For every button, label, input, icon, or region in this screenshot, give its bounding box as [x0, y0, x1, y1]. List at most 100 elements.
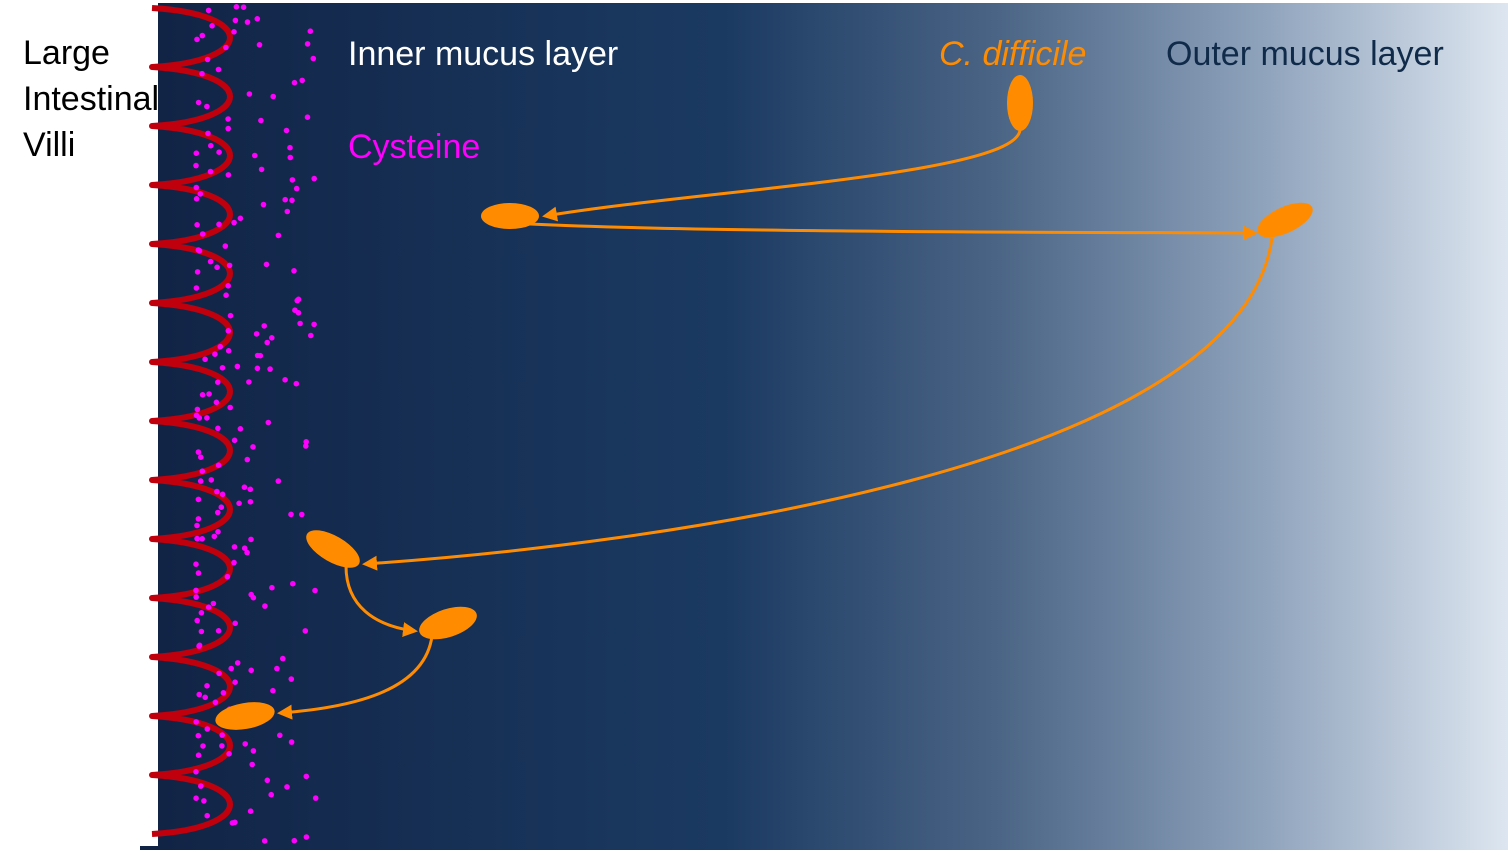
cysteine-dot — [311, 175, 318, 182]
cysteine-dot — [232, 819, 238, 826]
cysteine-dot — [193, 162, 199, 169]
cysteine-dot — [193, 150, 200, 156]
villi-label-line-2: Intestinal — [23, 80, 160, 118]
cysteine-dot — [289, 197, 295, 204]
cysteine-dot — [288, 676, 295, 682]
cysteine-dot — [204, 812, 210, 819]
cysteine-dot — [195, 99, 202, 106]
cysteine-dot — [194, 535, 200, 542]
cysteine-dot — [299, 77, 306, 84]
cysteine-dot — [193, 285, 200, 291]
cysteine-dot — [250, 594, 257, 601]
cysteine-dot — [199, 392, 206, 398]
cysteine-dot — [215, 66, 222, 73]
cysteine-dot — [265, 419, 272, 426]
cysteine-dot — [237, 426, 244, 432]
cysteine-dot — [241, 545, 248, 551]
cysteine-dot — [199, 468, 206, 475]
cysteine-dot — [195, 570, 202, 576]
cysteine-dot — [193, 412, 200, 419]
cysteine-dot — [194, 269, 201, 275]
cysteine-dot — [304, 114, 311, 120]
cysteine-dot — [205, 130, 211, 137]
cysteine-dot — [194, 222, 200, 228]
cysteine-dot — [261, 323, 268, 329]
villi-label-line-3: Villi — [23, 126, 76, 164]
cysteine-dot — [308, 332, 314, 339]
cysteine-dot — [215, 462, 222, 469]
arrow-inner-to-outer — [529, 222, 1258, 241]
cysteine-dot — [207, 258, 214, 265]
cysteine-dot — [215, 529, 221, 535]
cysteine-dot — [231, 29, 237, 35]
cysteine-dot — [195, 516, 202, 522]
cysteine-dot — [213, 399, 220, 406]
cysteine-dot — [225, 172, 232, 178]
cysteine-dot — [216, 221, 222, 228]
cysteine-dot — [202, 694, 208, 701]
cysteine-dot — [307, 28, 314, 34]
bacterium-icon — [1007, 75, 1033, 131]
cysteine-dot — [282, 196, 289, 203]
outer-mucus-label: Outer mucus layer — [1166, 35, 1444, 73]
cysteine-dot — [196, 691, 202, 698]
cysteine-dot — [226, 751, 232, 757]
cysteine-dot — [209, 23, 215, 29]
cysteine-dot — [197, 191, 204, 197]
cysteine-dot — [227, 404, 233, 411]
cysteine-dot — [215, 509, 221, 516]
villi-label-line-1: Large — [23, 34, 110, 72]
cysteine-dot — [228, 665, 234, 672]
cysteine-dot — [214, 264, 220, 271]
cysteine-dot — [287, 154, 294, 161]
cysteine-dot — [204, 56, 211, 63]
cysteine-dot — [198, 454, 204, 461]
cysteine-dot — [289, 177, 296, 183]
cysteine-dot — [204, 726, 211, 732]
cysteine-dot — [257, 352, 264, 359]
cysteine-dot — [246, 379, 252, 385]
bacterium-icon — [1257, 202, 1313, 238]
cysteine-dot — [293, 380, 300, 387]
cysteine-dot — [212, 699, 219, 706]
cysteine-dot — [204, 103, 210, 110]
cysteine-dot — [208, 142, 214, 149]
cysteine-dot — [254, 15, 261, 22]
cysteine-dot — [303, 834, 310, 840]
pathogen-label: C. difficile — [939, 35, 1087, 73]
cysteine-dot — [201, 798, 207, 804]
cysteine-dot — [219, 732, 225, 738]
cysteine-dot — [248, 536, 254, 543]
cysteine-dot — [282, 377, 288, 383]
cysteine-dot — [277, 732, 283, 739]
cysteine-dot — [200, 743, 206, 749]
cysteine-dot — [219, 365, 226, 371]
cysteine-dot — [303, 439, 310, 445]
cysteine-dot — [194, 522, 200, 529]
villi-outline-icon — [149, 5, 233, 837]
cysteine-dot — [194, 36, 200, 43]
cysteine-dot — [304, 41, 311, 47]
cysteine-dot — [231, 559, 237, 566]
cysteine-dot — [227, 312, 234, 319]
cysteine-dot — [267, 366, 273, 372]
cysteine-dot — [234, 363, 241, 370]
cysteine-dot — [195, 449, 202, 455]
cysteine-dot — [244, 19, 251, 25]
cysteine-dot — [292, 307, 298, 314]
cysteine-dot — [193, 719, 199, 725]
cysteine-dot — [256, 42, 263, 48]
cysteine-dot — [263, 261, 270, 268]
cysteine-dot — [215, 379, 221, 386]
cysteine-dot — [195, 752, 202, 758]
cysteine-dot — [196, 248, 203, 254]
cysteine-dot — [303, 443, 309, 449]
cysteine-dot — [247, 486, 254, 493]
cysteine-dot — [242, 741, 248, 747]
cysteine-dot — [244, 549, 250, 556]
cysteine-dot — [303, 773, 310, 780]
cysteine-dot — [208, 477, 215, 483]
cysteine-dot — [194, 617, 200, 624]
